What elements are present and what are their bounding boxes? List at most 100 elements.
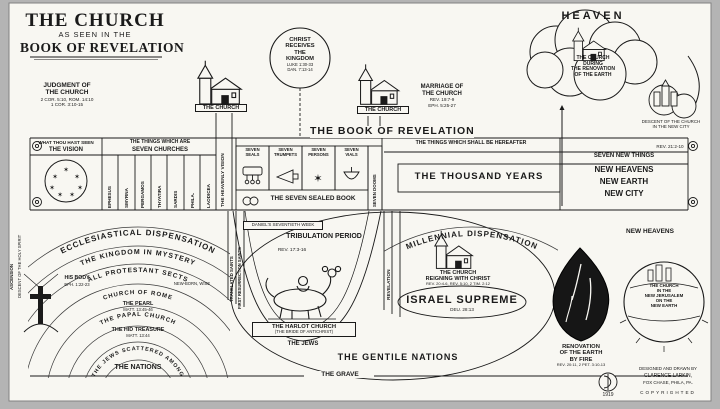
first-resurrection-saints-label: FIRST RESURRECTION SAINTS (237, 247, 242, 309)
descent-line1: DESCENT OF THE CHURCH (641, 119, 701, 124)
reigning-line2: REIGNING WITH CHRIST (425, 276, 491, 283)
christ-line3: THE (294, 49, 306, 56)
credit-line3: FOX CHASE, PHILA, PA. (643, 380, 693, 385)
svg-text:✶: ✶ (63, 166, 69, 174)
globe-line3: NEW JERUSALEM (644, 292, 684, 298)
during-line3: THE RENOVATION (571, 66, 615, 73)
globe-line1: THE CHURCH (649, 283, 679, 288)
credit-line2: CLARENCE LARKIN, (643, 373, 693, 379)
christ-ref2: DAN. 7:13-14 (287, 66, 313, 72)
new-city-descending-icon (648, 79, 697, 119)
svg-text:✶: ✶ (313, 173, 322, 185)
rev17-ref: REV. 17:3-16 (277, 248, 307, 253)
seven-persons-label: SEVEN PERSONS (303, 147, 334, 157)
cross-icon (23, 273, 59, 333)
church-label-1: THE CHURCH (195, 104, 247, 113)
fire-icon (552, 247, 610, 342)
church-of-rome-label: CHURCH OF ROME (103, 290, 173, 302)
reno-line1: RENOVATION (562, 344, 600, 350)
persons-l2: PERSONS (308, 151, 329, 157)
descent-holy-spirit-label: DESCENT OF THE HOLY SPIRIT (17, 234, 22, 298)
ascension-label: ASCENSION (9, 263, 14, 290)
new-heavens-right-label: NEW HEAVENS (626, 228, 674, 235)
gentile-nations-label: THE GENTILE NATIONS (337, 352, 459, 362)
during-line1: THE CHURCH (576, 55, 610, 61)
during-line2: DURING (583, 60, 603, 67)
seven-new-things-label: SEVEN NEW THINGS (593, 153, 655, 159)
page-title: THE CHURCH (25, 10, 165, 31)
the-vision: THE VISION (48, 146, 83, 153)
the-jews-label: THE JEWS (287, 341, 319, 347)
church-during-renovation-note: THE CHURCH DURING THE RENOVATION OF THE … (551, 55, 635, 78)
band-structure (29, 56, 689, 211)
globe-line2: IN THE (656, 287, 672, 293)
larkin-monogram-icon (598, 372, 618, 392)
his-body-label: HIS BODY (64, 275, 90, 281)
church-name-sardis: SARDIS (173, 190, 178, 208)
marriage-ref1: REV. 19:7-9 (429, 97, 455, 103)
grave-label: THE GRAVE (306, 371, 374, 379)
daniels-week-label: DANIEL'S SEVENTIETH WEEK (243, 221, 323, 230)
seven-vials-label: SEVEN VIALS (336, 147, 367, 157)
sealed-book-icon (242, 196, 259, 206)
christ-receives-note: CHRIST RECEIVES THE KINGDOM LUKE 1:30-33… (272, 37, 328, 72)
seven-dooms-label: SEVEN DOOMS (372, 174, 377, 207)
descent-line2: IN THE NEW CITY (652, 123, 690, 129)
svg-text:✶: ✶ (69, 191, 75, 199)
christ-receives-circle (269, 27, 331, 89)
harlot-line1: THE HARLOT CHURCH (271, 324, 337, 330)
what-thou-hast-seen: WHAT THOU HAST SEEN (38, 140, 94, 145)
seal-icon (242, 166, 263, 185)
pearl-ref: MATT. 13:45-46 (123, 307, 153, 312)
beast-icon (265, 265, 342, 320)
credit-line1: DESIGNED AND DRAWN BY (639, 366, 697, 371)
reno-line3: BY FIRE (569, 356, 593, 363)
harlot-line2: (THE BRIDE OF ANTICHRIST) (274, 329, 334, 335)
reno-ref: REV. 20:11, 2 PET. 3:10-13 (556, 362, 606, 368)
trumpets-l2: TRUMPETS (273, 151, 298, 157)
church-name-thyatira: THYATIRA (157, 185, 162, 208)
marriage-note: MARRIAGE OF THE CHURCH REV. 19:7-9 EPH. … (410, 84, 474, 108)
credit-line4: COPYRIGHTED (640, 390, 696, 395)
christ-line4: KINGDOM (285, 56, 315, 63)
svg-text:✶: ✶ (57, 191, 63, 199)
church-name-laodicea: LAODICEA (206, 184, 211, 208)
reno-line2: OF THE EARTH (559, 350, 603, 357)
church-label-2: THE CHURCH (357, 106, 409, 115)
marriage-line1: MARRIAGE OF (420, 84, 464, 90)
seven-trumpets-label: SEVEN TRUMPETS (270, 147, 301, 157)
svg-text:✶: ✶ (52, 173, 58, 181)
globe-icon (619, 261, 709, 352)
israel-ref: DEU. 28:13 (450, 307, 474, 312)
globe-line4: ON THE (655, 297, 673, 303)
svg-text:✶: ✶ (77, 184, 83, 192)
harlot-church-label: THE HARLOT CHURCH (THE BRIDE OF ANTICHRI… (252, 322, 356, 338)
seven-churches: SEVEN CHURCHES (131, 147, 188, 153)
things-hereafter-label: THE THINGS WHICH SHALL BE HEREAFTER (415, 140, 527, 146)
scroll-icon (32, 141, 698, 207)
eph-ref: EPH. 1:22-23 (64, 282, 90, 287)
seals-l2: SEALS (245, 151, 260, 157)
christ-line1: CHRIST (289, 37, 311, 43)
page-title-line3: BOOK OF REVELATION (20, 40, 185, 55)
reigning-line1: THE CHURCH (439, 270, 477, 276)
vial-icon (343, 167, 360, 180)
judgment-of-church-note: JUDGMENT OF THE CHURCH 2 COR. 5:10, ROM.… (22, 82, 112, 107)
judgment-line1: JUDGMENT OF (43, 82, 91, 89)
lampstands-icon: ✶ ✶ ✶ ✶ ✶ ✶ ✶ (44, 159, 88, 203)
new-jerusalem-note: THE CHURCH IN THE NEW JERUSALEM ON THE N… (624, 283, 704, 309)
renovation-note: RENOVATION OF THE EARTH BY FIRE REV. 20:… (540, 344, 622, 368)
during-line4: OF THE EARTH (574, 71, 612, 78)
new-heavens-band-label: NEW HEAVENS (594, 165, 654, 174)
new-earth-band-label: NEW EARTH (599, 177, 649, 186)
church-name-smyrna: SMYRNA (124, 188, 129, 208)
page-subtitle: AS SEEN IN THE (58, 30, 132, 39)
descent-ref: REV. 21:2-10 (656, 144, 684, 149)
tribulation-label: TRIBULATION PERIOD (286, 233, 362, 240)
heaven-label: HEAVEN (561, 10, 625, 22)
thousand-years-label: THE THOUSAND YEARS (414, 171, 544, 182)
year-label: 1919 (602, 392, 614, 398)
globe-line5: NEW EARTH (650, 302, 678, 308)
seals-l1: SEVEN (245, 147, 260, 152)
